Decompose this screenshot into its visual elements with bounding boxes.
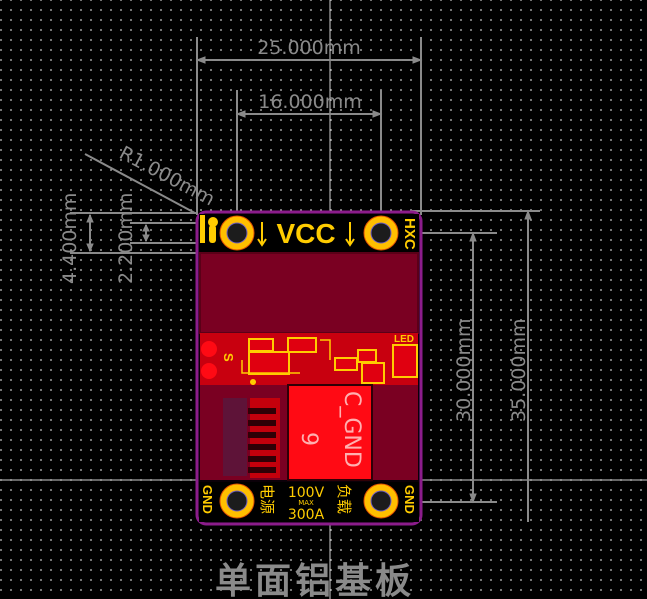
dimension-width-total-label: 25.000mm: [257, 37, 361, 59]
hxc-label: HXC: [401, 218, 418, 250]
switch-pads[interactable]: [201, 341, 217, 379]
power-label: 电源: [258, 484, 276, 514]
dimension-radius[interactable]: [84, 153, 196, 214]
vcc-label: VCC: [276, 218, 335, 249]
load-label: 负载: [335, 484, 353, 514]
via: [250, 379, 256, 385]
dimension-offset-inner-label: 2.200mm: [115, 193, 137, 284]
connector-fingers: [248, 398, 280, 478]
board-title: 单面铝基板: [214, 561, 415, 599]
rating-max: MAX: [298, 499, 314, 507]
dimension-width-total[interactable]: [195, 37, 423, 215]
mount-hole-top-left[interactable]: [219, 215, 255, 251]
arrow-down-icon: [257, 222, 355, 247]
traces: [241, 339, 331, 374]
mount-hole-bottom-right[interactable]: [363, 483, 399, 519]
chip-number: 9: [296, 432, 321, 446]
rating-current: 300A: [288, 507, 325, 523]
dimension-heights[interactable]: [410, 209, 540, 522]
dimension-offset-outer-label: 4.400mm: [59, 193, 81, 284]
dimension-width-holes[interactable]: [235, 90, 383, 215]
mount-hole-top-right[interactable]: [363, 215, 399, 251]
dimension-width-holes-label: 16.000mm: [258, 91, 362, 113]
shadow-region: [223, 398, 247, 476]
gnd-right-label: GND: [402, 485, 417, 514]
chip-label: C_GND: [339, 391, 364, 468]
gnd-left-label: GND: [200, 485, 215, 514]
dimension-offsets[interactable]: [70, 212, 197, 254]
pcb-board[interactable]: C_GND 9 VCC HXC: [195, 210, 423, 526]
smd-components[interactable]: [248, 337, 418, 384]
mosfet-pad[interactable]: [287, 384, 373, 481]
switch-label: S: [221, 353, 236, 362]
led-label: LED: [394, 334, 414, 345]
copper-pour-top: [199, 252, 419, 334]
mount-hole-bottom-left[interactable]: [219, 483, 255, 519]
logo-icon: [200, 215, 218, 243]
rating-voltage: 100V: [288, 485, 325, 501]
dimension-height-holes-label: 30.000mm: [453, 319, 475, 423]
dimension-height-total-label: 35.000mm: [508, 319, 530, 423]
